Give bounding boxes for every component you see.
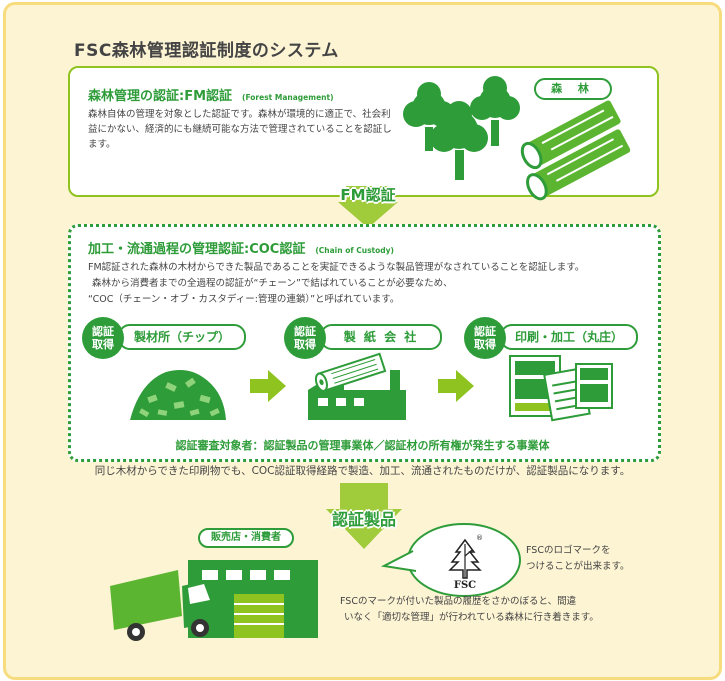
fsc-logo-text: FSC <box>453 580 477 591</box>
stage-pill-printing: 印刷・加工（丸庄） <box>500 324 638 350</box>
traceability-line: いなく「適切な管理」が行われている森林に行き着きます。 <box>344 612 599 623</box>
certified-badge: 認証取得 <box>464 317 506 359</box>
certified-product-note: 同じ木材からできた印刷物でも、COC認証取得経路で製造、加工、流通されたものだけ… <box>94 465 631 477</box>
fm-title: 森林管理の認証:FM認証 (Forest Management) <box>88 85 334 104</box>
certified-badge: 認証取得 <box>284 317 326 359</box>
coc-desc-line: FM認証された森林の木材からできた製品であることを実証できるような製品管理がなさ… <box>88 262 585 273</box>
logo-note-line: FSCのロゴマークを <box>526 545 611 556</box>
forest-label: 森 林 <box>534 78 612 100</box>
coc-title-text: 加工・流通過程の管理認証:COC認証 <box>88 242 306 257</box>
certified-badge: 認証取得 <box>82 317 124 359</box>
speech-bubble <box>380 523 521 597</box>
logs-icon <box>520 100 631 201</box>
badge-text: 認証 <box>474 325 496 338</box>
right-arrow-icon <box>250 370 286 402</box>
page-title: FSC森林管理認証制度のシステム <box>74 41 339 61</box>
traceability-note: FSCのマークが付いた製品の履歴をさかのぼると、間違 いなく「適切な管理」が行わ… <box>340 594 599 626</box>
wood-chips-icon <box>130 370 226 420</box>
printed-materials-icon <box>509 355 613 422</box>
certified-product-arrow-label: 認証製品 <box>331 510 396 529</box>
badge-text: 認証 <box>294 325 316 338</box>
coc-desc-line: “COC（チェーン・オブ・カスタディー:管理の連鎖）”と呼ばれています。 <box>88 294 400 305</box>
audit-target-label: 認証審査対象者：認証製品の管理事業体／認証材の所有権が発生する事業体 <box>74 437 651 453</box>
logo-note-line: つけることが出来ます。 <box>526 561 630 572</box>
coc-title: 加工・流通過程の管理認証:COC認証 (Chain of Custody) <box>88 238 394 257</box>
paper-mill-icon <box>308 352 406 420</box>
fm-subtitle: (Forest Management) <box>242 93 334 102</box>
coc-description: FM認証された森林の木材からできた製品であることを実証できるような製品管理がなさ… <box>88 260 584 308</box>
down-arrow-fm <box>338 186 398 228</box>
fm-description: 森林自体の管理を対象とした認証です。森林が環境的に適正で、社会利益にかない、経済… <box>88 109 392 150</box>
fm-arrow-label: FM認証 <box>340 186 396 204</box>
fm-title-text: 森林管理の認証:FM認証 <box>88 89 233 104</box>
coc-desc-line: 森林から消費者までの全過程の認証が“チェーン”で結ばれていることが必要なため、 <box>92 278 453 289</box>
stage-pill-paper-company: 製 紙 会 社 <box>320 324 442 350</box>
consumer-label: 販売店・消費者 <box>198 528 294 548</box>
badge-text: 取得 <box>294 338 316 351</box>
coc-subtitle: (Chain of Custody) <box>315 246 394 255</box>
logo-note: FSCのロゴマークを つけることが出来ます。 <box>526 543 630 575</box>
fsc-logo-icon <box>448 538 482 579</box>
fsc-logo-registered: ® <box>476 534 483 542</box>
store-and-truck-icon <box>110 560 318 641</box>
badge-text: 取得 <box>474 338 496 351</box>
stage-pill-sawmill: 製材所（チップ） <box>118 324 246 350</box>
down-arrow-product <box>326 483 402 549</box>
trees-icon <box>403 76 520 180</box>
right-arrow-icon <box>438 370 474 402</box>
badge-text: 認証 <box>92 325 114 338</box>
traceability-line: FSCのマークが付いた製品の履歴をさかのぼると、間違 <box>340 596 577 607</box>
badge-text: 取得 <box>92 338 114 351</box>
